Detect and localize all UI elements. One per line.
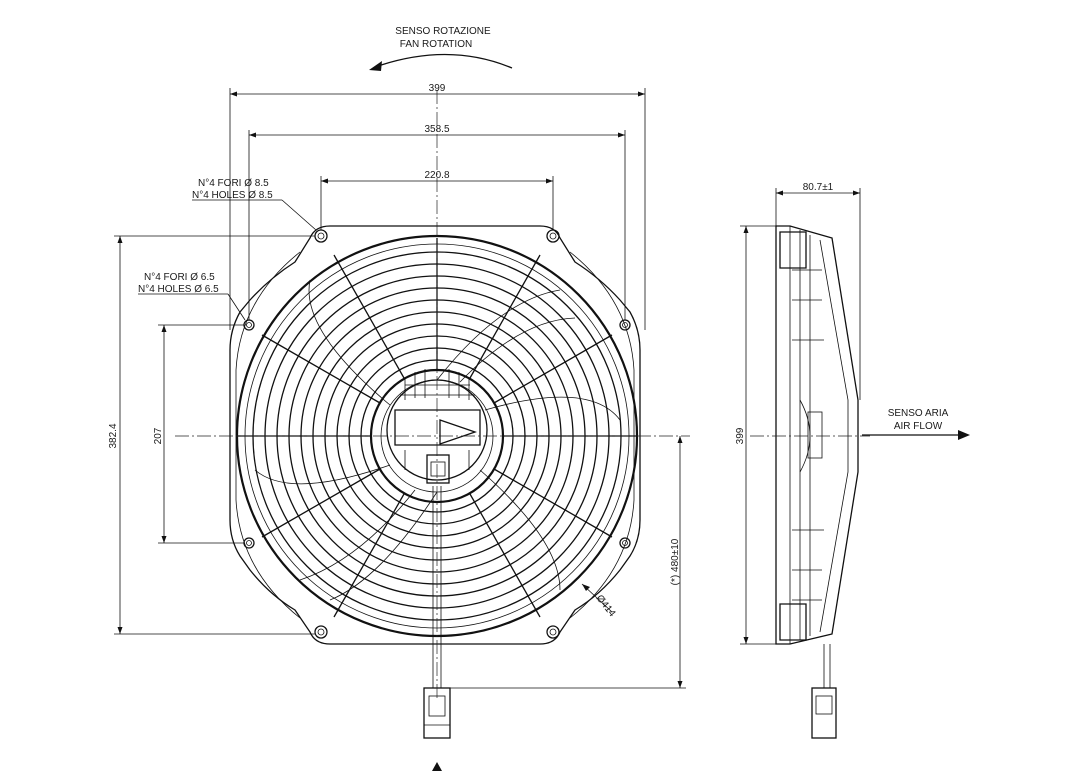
holes-large-en: N°4 HOLES Ø 8.5 xyxy=(192,190,273,201)
cable-connector xyxy=(423,486,451,771)
fan-blades xyxy=(254,279,621,601)
dimension-height-holes: 207 xyxy=(153,324,244,544)
motor-hub xyxy=(386,369,488,484)
dim-side-height-text: 399 xyxy=(735,427,746,444)
dimension-width-overall: 399 xyxy=(229,83,646,330)
side-view xyxy=(750,225,870,739)
rotation-indicator: SENSO ROTAZIONE FAN ROTATION xyxy=(369,26,513,71)
dim-side-depth-text: 80.7±1 xyxy=(803,182,834,193)
holes-small-it: N°4 FORI Ø 6.5 xyxy=(144,272,215,283)
dimension-side-height: 399 xyxy=(735,225,776,645)
dim-height-overall-text: 382.4 xyxy=(108,423,119,448)
airflow-label-it: SENSO ARIA xyxy=(888,408,949,419)
dimension-cable-length: (*) 480±10 xyxy=(450,436,686,689)
guard-spokes xyxy=(238,238,636,618)
shroud-outline xyxy=(229,225,641,645)
airflow-indicator: SENSO ARIA AIR FLOW xyxy=(862,408,970,440)
dimension-height-overall: 382.4 xyxy=(108,235,315,635)
dim-height-holes-text: 207 xyxy=(153,427,164,444)
callout-holes-small: N°4 FORI Ø 6.5 N°4 HOLES Ø 6.5 xyxy=(138,272,246,321)
rotation-arrow-icon xyxy=(377,53,513,69)
holes-small-en: N°4 HOLES Ø 6.5 xyxy=(138,284,219,295)
dim-width-overall-text: 399 xyxy=(429,83,446,94)
dim-cable-length-text: (*) 480±10 xyxy=(670,538,681,585)
dimension-width-holes-outer: 358.5 xyxy=(248,124,626,320)
dim-diameter-text: Ø414 xyxy=(594,593,618,619)
dimension-width-holes-inner: 220.8 xyxy=(320,170,554,230)
dim-width-holes-outer-text: 358.5 xyxy=(424,124,449,135)
front-view xyxy=(175,90,690,771)
rotation-label-en: FAN ROTATION xyxy=(400,39,472,50)
dim-width-holes-inner-text: 220.8 xyxy=(424,170,449,181)
dimension-side-depth: 80.7±1 xyxy=(775,182,861,400)
holes-large-it: N°4 FORI Ø 8.5 xyxy=(198,178,269,189)
callout-holes-large: N°4 FORI Ø 8.5 N°4 HOLES Ø 8.5 xyxy=(192,178,317,231)
airflow-label-en: AIR FLOW xyxy=(894,421,943,432)
rotation-label-it: SENSO ROTAZIONE xyxy=(395,26,491,37)
